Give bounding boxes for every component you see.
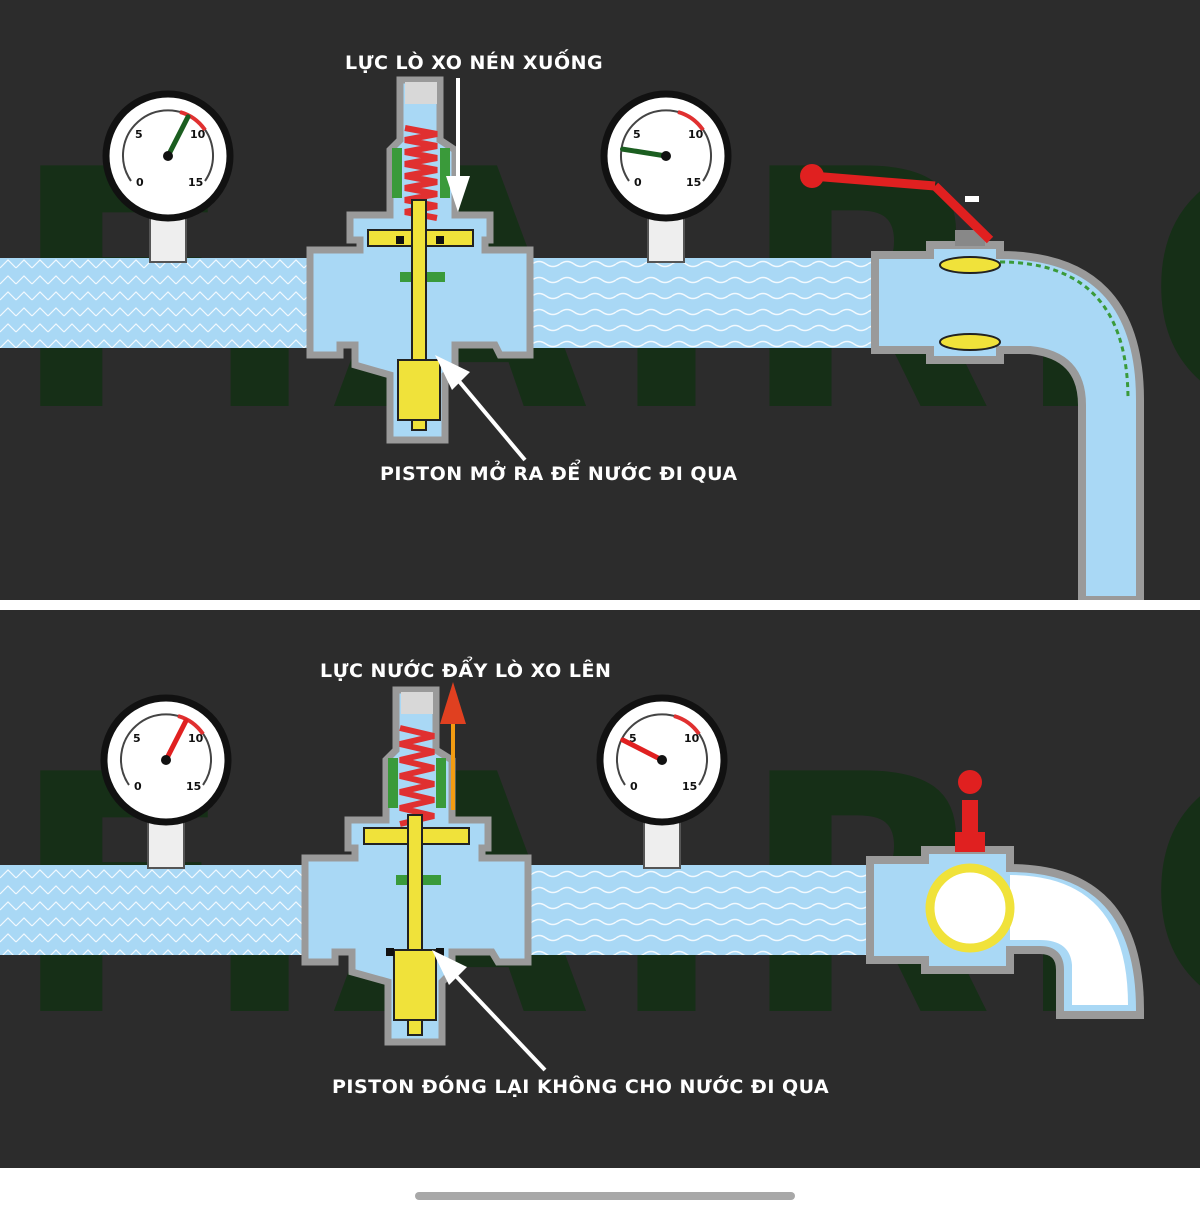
piston-pointer-arrow (435, 355, 527, 462)
outlet-pipe (530, 258, 875, 348)
ball-valve-open (800, 164, 1144, 600)
gauge-tick-10: 10 (684, 732, 700, 745)
home-indicator-bar[interactable] (415, 1192, 795, 1200)
gauge-tick-15: 15 (188, 176, 203, 189)
water-force-caption: LỰC NƯỚC ĐẨY LÒ XO LÊN (320, 660, 612, 682)
gauge-needle (620, 737, 665, 763)
piston (367, 199, 474, 431)
inlet-pressure-gauge: 0 5 10 15 (100, 694, 232, 869)
water-force-arrow (440, 682, 466, 810)
spring-force-caption: LỰC LÒ XO NÉN XUỐNG (345, 52, 604, 74)
spring (399, 725, 435, 827)
piston-closed-caption: PISTON ĐÓNG LẠI KHÔNG CHO NƯỚC ĐI QUA (332, 1076, 830, 1098)
gauge-tick-5: 5 (629, 732, 637, 745)
gauge-tick-0: 0 (630, 780, 638, 793)
gauge-tick-0: 0 (134, 780, 142, 793)
valve-open-diagram: 0 5 10 15 0 5 10 15 (0, 76, 1144, 600)
ball-valve-closed (866, 770, 1144, 1019)
spring-force-arrow (446, 78, 470, 212)
gauge-needle (165, 114, 191, 159)
gauge-tick-15: 15 (186, 780, 201, 793)
piston-open-caption: PISTON MỞ RA ĐỂ NƯỚC ĐI QUA (380, 463, 738, 485)
gauge-tick-10: 10 (188, 732, 204, 745)
bottom-diagram-panel: F.A.R.C (0, 610, 1200, 1168)
piston-pointer-arrow (432, 950, 547, 1072)
gauge-tick-5: 5 (135, 128, 143, 141)
gauge-tick-15: 15 (686, 176, 701, 189)
gauge-tick-15: 15 (682, 780, 697, 793)
valve-closed-diagram: 0 5 10 15 0 5 10 15 (0, 682, 1144, 1072)
outlet-pressure-gauge: 0 5 10 15 (596, 694, 728, 869)
inlet-pipe (0, 865, 305, 955)
gauge-needle (163, 718, 189, 763)
gauge-needle (620, 146, 669, 159)
outlet-pressure-gauge: 0 5 10 15 (600, 90, 732, 263)
inlet-pipe (0, 258, 310, 348)
gauge-tick-5: 5 (633, 128, 641, 141)
gauge-tick-5: 5 (133, 732, 141, 745)
top-diagram-panel: F.A.R.C (0, 0, 1200, 600)
gauge-tick-10: 10 (688, 128, 704, 141)
inlet-pressure-gauge: 0 5 10 15 (102, 90, 234, 263)
outlet-pipe (528, 865, 870, 955)
gauge-tick-0: 0 (136, 176, 144, 189)
gauge-tick-10: 10 (190, 128, 206, 141)
gauge-tick-0: 0 (634, 176, 642, 189)
piston (363, 814, 470, 1036)
